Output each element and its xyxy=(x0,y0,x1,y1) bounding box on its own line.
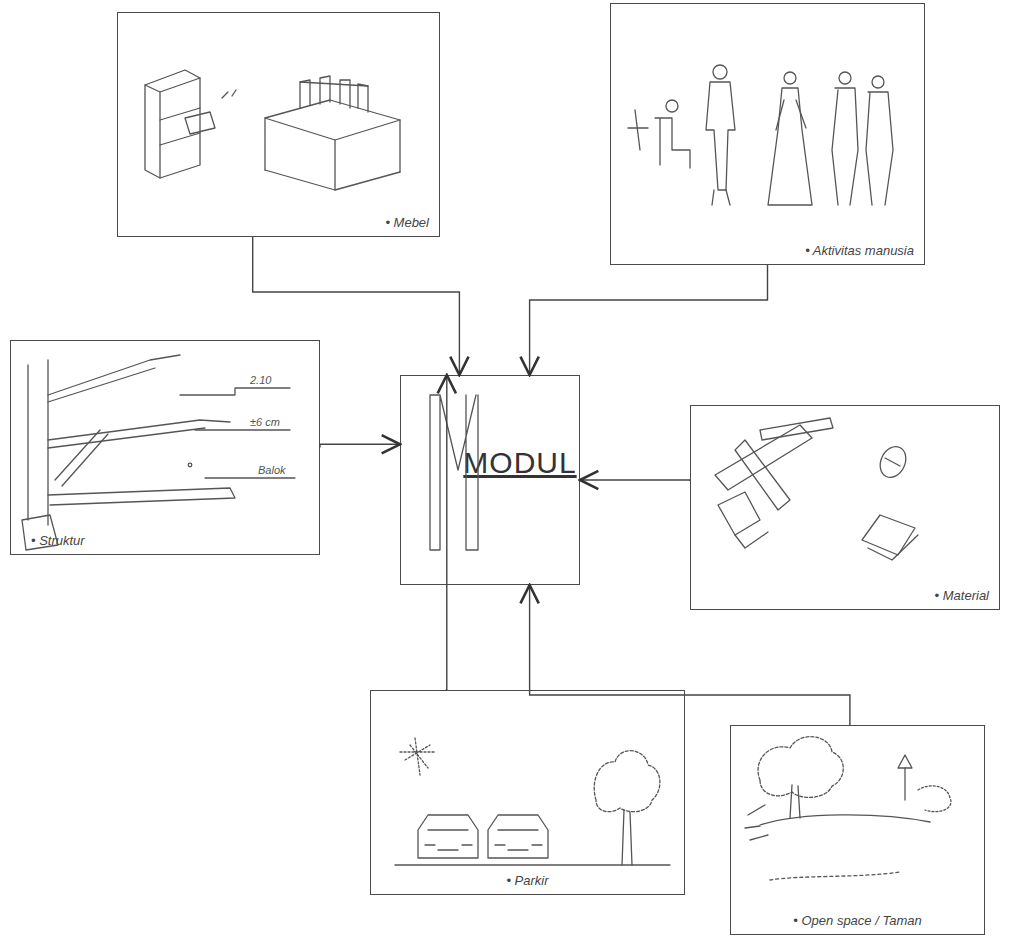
module-title: MODUL xyxy=(401,446,579,480)
people-sketch xyxy=(628,65,893,205)
category-label: • Open space / Taman xyxy=(731,913,984,928)
material-sketch xyxy=(715,418,918,560)
garden-sketch xyxy=(745,737,951,880)
input-arrow xyxy=(253,237,460,375)
category-box: • Mebel xyxy=(117,12,440,237)
category-box: • Open space / Taman xyxy=(730,725,985,935)
table-sketch xyxy=(265,76,400,190)
category-label: • Material xyxy=(935,588,989,603)
structure-sketch xyxy=(22,355,295,550)
cabinet-sketch xyxy=(145,70,236,178)
dimension-label: Balok xyxy=(258,464,286,476)
category-label: • Parkir xyxy=(371,873,684,888)
dimension-label: 2.10 xyxy=(250,374,271,386)
parking-sketch xyxy=(395,738,670,865)
category-box: • Aktivitas manusia xyxy=(610,3,925,265)
category-box: • Material xyxy=(690,405,1000,610)
category-label: • Aktivitas manusia xyxy=(805,243,914,258)
category-label: • Mebel xyxy=(385,215,429,230)
category-label: • Struktur xyxy=(31,533,85,548)
category-box: • Parkir xyxy=(370,690,685,895)
input-arrow xyxy=(320,444,400,447)
dimension-label: ±6 cm xyxy=(250,416,280,428)
central-module-box: MODUL xyxy=(400,375,580,585)
category-box: • Struktur xyxy=(10,340,320,555)
input-arrow xyxy=(446,375,447,690)
input-arrow xyxy=(530,265,768,375)
input-arrow xyxy=(580,479,690,481)
